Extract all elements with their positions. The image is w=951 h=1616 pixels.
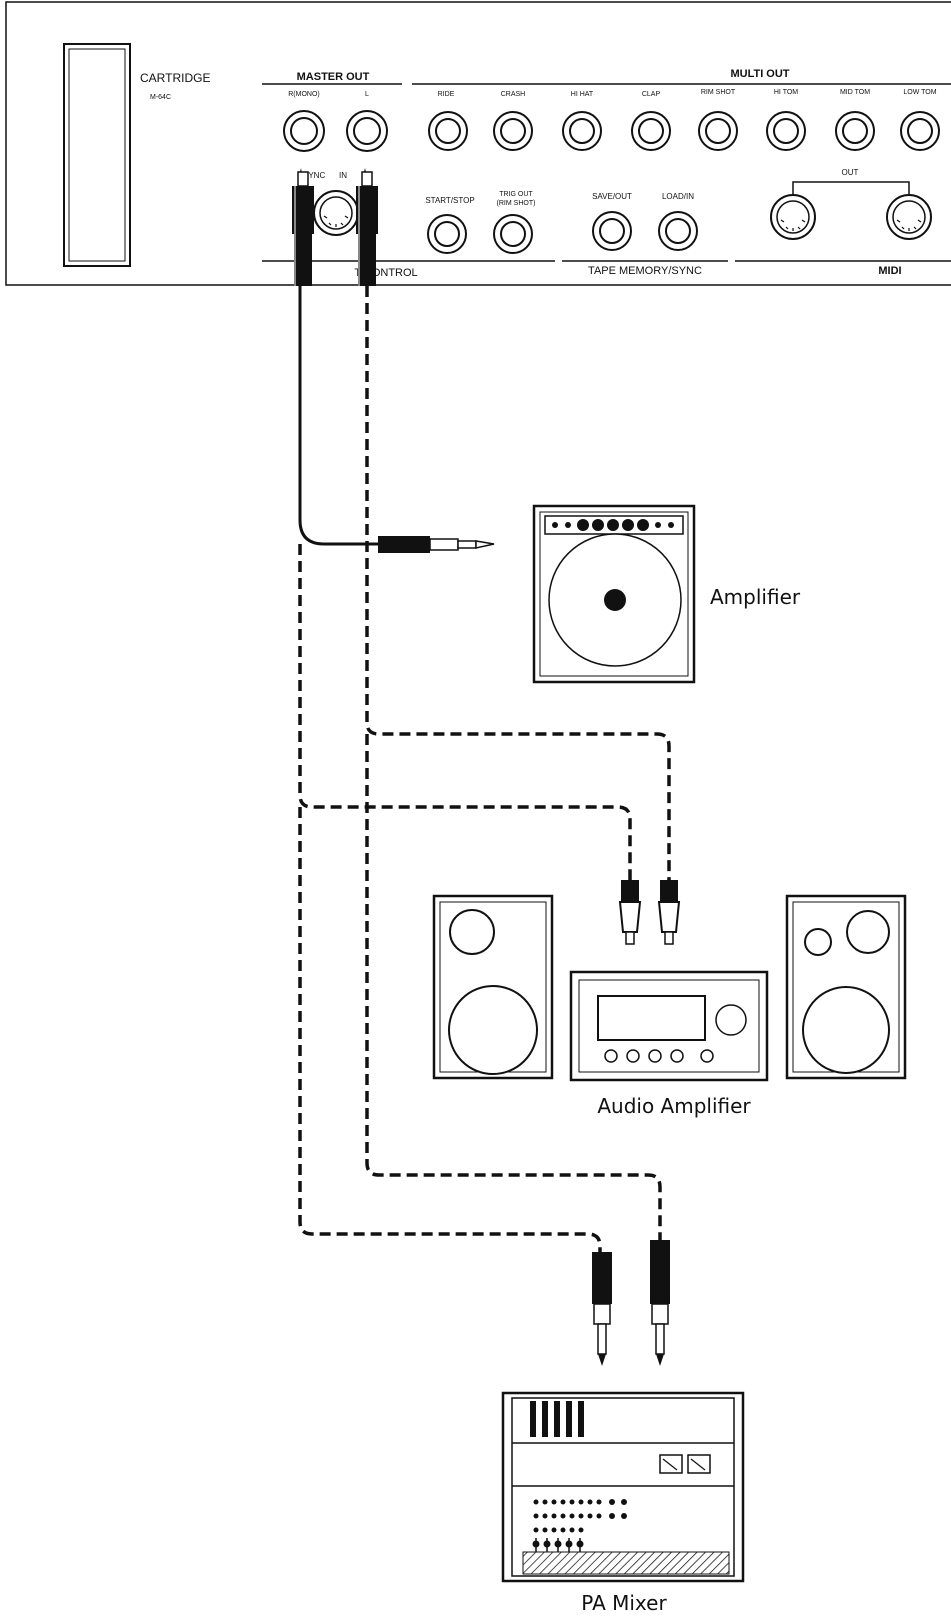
- master-out-r-jack[interactable]: [283, 110, 325, 152]
- pa-mixer-caption: PA Mixer: [581, 1591, 667, 1615]
- mid-tom-jack[interactable]: [835, 111, 875, 151]
- trig-out-jack[interactable]: [493, 214, 533, 254]
- audio-amplifier-caption: Audio Amplifier: [597, 1094, 751, 1118]
- jack-label-mid-tom: MID TOM: [840, 89, 870, 96]
- jack-label-low-tom: LOW TOM: [903, 89, 936, 96]
- jack-label-hi-hat: HI HAT: [571, 91, 594, 98]
- jack-label-ride: RIDE: [438, 91, 455, 98]
- multi-out-jacks: RIDE CRASH HI HAT CLAP RIM SHOT HI TOM M…: [428, 89, 940, 151]
- tape-memory-section-label: TAPE MEMORY/SYNC: [588, 265, 702, 277]
- cable-l-to-audio-amp: [365, 286, 671, 880]
- amplifier-device: [532, 504, 696, 684]
- trig-out-label: TRIG OUT: [499, 191, 533, 198]
- left-speaker: [432, 894, 554, 1080]
- load-in-label: LOAD/IN: [662, 192, 694, 201]
- sync-in-label: IN: [339, 171, 347, 180]
- clap-jack[interactable]: [631, 111, 671, 151]
- jack-label-crash: CRASH: [501, 91, 526, 98]
- sync-label: SYNC: [303, 171, 325, 180]
- cable-l-to-pa-mixer: [365, 734, 662, 1240]
- jack-label-rim-shot: RIM SHOT: [701, 89, 736, 96]
- multi-out-label: MULTI OUT: [730, 68, 789, 80]
- start-stop-jack[interactable]: [427, 214, 467, 254]
- save-out-label: SAVE/OUT: [592, 192, 632, 201]
- sync-in-din-jack[interactable]: [313, 190, 359, 236]
- master-out-l-plug[interactable]: [356, 168, 378, 286]
- midi-out-label: OUT: [842, 168, 859, 177]
- jack-label-hi-tom: HI TOM: [774, 89, 798, 96]
- rim-shot-jack[interactable]: [698, 111, 738, 151]
- midi-section-label: MIDI: [878, 265, 901, 277]
- master-out-l-jack[interactable]: [346, 110, 388, 152]
- cable-r-to-pa-mixer: [298, 807, 602, 1252]
- cartridge-model-label: M-64C: [150, 94, 171, 101]
- start-stop-label: START/STOP: [425, 196, 474, 205]
- cartridge-slot[interactable]: [63, 43, 131, 267]
- midi-out-2-jack[interactable]: [886, 194, 932, 240]
- crash-jack[interactable]: [493, 111, 533, 151]
- pa-mixer-device: [501, 1391, 745, 1583]
- hi-hat-jack[interactable]: [562, 111, 602, 151]
- cartridge-label: CARTRIDGE: [140, 71, 210, 85]
- amplifier-plug: [378, 536, 495, 553]
- audio-amplifier-unit: [569, 970, 769, 1082]
- amplifier-caption: Amplifier: [710, 585, 801, 609]
- rca-plug-right: [657, 880, 681, 945]
- right-speaker: [785, 894, 907, 1080]
- rca-plug-left: [618, 880, 642, 945]
- jack-label-r-mono: R(MONO): [288, 91, 320, 98]
- master-out-r-plug[interactable]: [292, 168, 314, 286]
- midi-out-1-jack[interactable]: [770, 194, 816, 240]
- master-out-label: MASTER OUT: [297, 71, 370, 83]
- jack-label-clap: CLAP: [642, 91, 661, 98]
- rear-panel: CARTRIDGE M-64C MASTER OUT R(MONO) L MUL…: [5, 1, 951, 286]
- save-out-jack[interactable]: [592, 211, 632, 251]
- jack-label-l: L: [365, 91, 369, 98]
- pa-mixer-plug-left: [592, 1252, 612, 1366]
- load-in-jack[interactable]: [658, 211, 698, 251]
- low-tom-jack[interactable]: [900, 111, 940, 151]
- trig-out-rim-shot-label: (RIM SHOT): [497, 200, 536, 207]
- hi-tom-jack[interactable]: [766, 111, 806, 151]
- ride-jack[interactable]: [428, 111, 468, 151]
- cable-to-amplifier: [298, 286, 380, 546]
- cable-r-to-audio-amp: [298, 544, 632, 880]
- dashed-cables: [298, 286, 671, 1252]
- pa-mixer-plug-right: [650, 1240, 670, 1366]
